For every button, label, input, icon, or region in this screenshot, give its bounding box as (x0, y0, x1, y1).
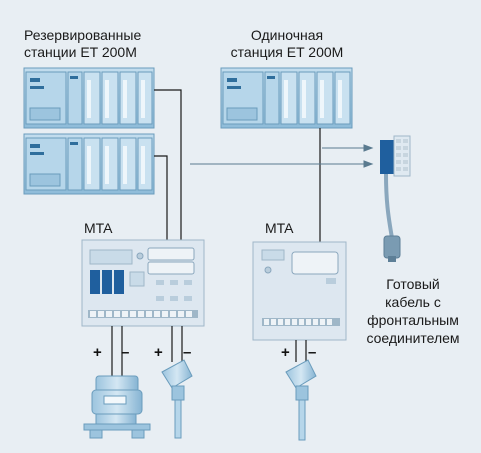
sensor-wires (111, 326, 307, 378)
temperature-sensor-right (285, 359, 317, 441)
redundant-station-bottom (23, 133, 155, 195)
plus-sign-3: + (281, 344, 290, 361)
redundant-stations-label-line1: Резервированные (24, 27, 142, 43)
cable-label-line1: Готовый (386, 276, 440, 292)
station-wires (154, 89, 321, 242)
single-station-label-line2: станция ET 200M (230, 44, 344, 60)
minus-sign-1: – (121, 344, 130, 361)
plus-sign-1: + (93, 344, 102, 361)
front-connector-cable (380, 135, 411, 262)
single-station (220, 67, 353, 129)
mta-board-left (81, 239, 205, 327)
cable-label-line3: фронтальным (367, 312, 459, 328)
mta-left-label: MTA (84, 220, 113, 236)
cable-label-line2: кабель с (385, 294, 441, 310)
redundant-stations-label-line2: станции ET 200M (24, 44, 137, 60)
minus-sign-3: – (308, 344, 317, 361)
minus-sign-2: – (183, 344, 192, 361)
pressure-transmitter (83, 375, 151, 439)
mta-board-right (252, 241, 347, 341)
mta-right-label: MTA (265, 220, 294, 236)
cable-label-line4: соединителем (366, 330, 460, 346)
plus-sign-2: + (154, 344, 163, 361)
cable-arrows (190, 144, 374, 168)
redundant-station-top (23, 67, 155, 129)
single-station-label-line1: Одиночная (250, 27, 324, 43)
temperature-sensor-left (161, 359, 193, 439)
